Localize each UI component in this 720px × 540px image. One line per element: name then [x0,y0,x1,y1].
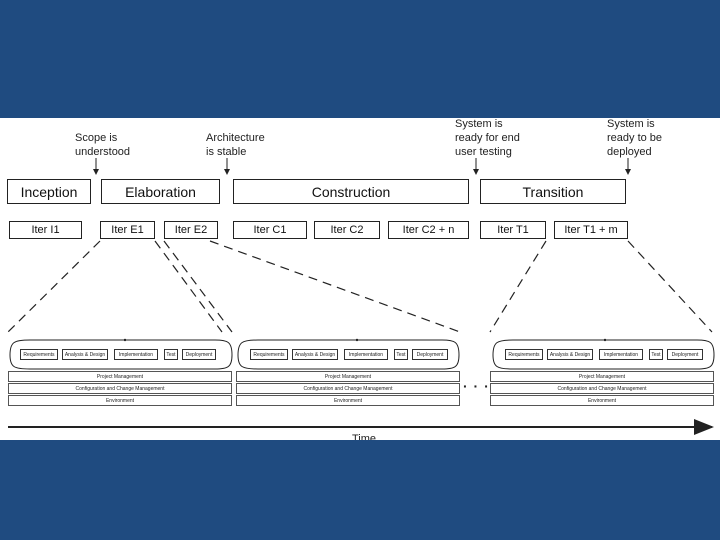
iteration-i1: Iter I1 [9,221,82,239]
workflow-step-analysis-design: Analysis & Design [62,349,108,360]
workflow-step-requirements: Requirements [20,349,58,360]
workflow-step-deployment: Deployment [412,349,448,360]
milestone-end-user-testing: System is ready for end user testing [455,118,520,158]
band-project-management: Project Management [8,371,232,382]
milestone-architecture-stable: Architecture is stable [206,132,265,158]
phase-construction: Construction [233,179,469,204]
workflow-step-deployment: Deployment [182,349,216,360]
milestone-ready-deployed: System is ready to be deployed [607,118,663,158]
band-project-management: Project Management [490,371,714,382]
workflow-step-requirements: Requirements [505,349,543,360]
band-config-change-management: Configuration and Change Management [8,383,232,394]
workflow-step-implementation: Implementation [114,349,158,360]
workflow-step-analysis-design: Analysis & Design [292,349,338,360]
band-environment: Environment [236,395,460,406]
ellipsis: · · · [463,378,490,394]
iteration-loops [9,339,715,370]
phase-inception: Inception [7,179,91,204]
iteration-t1: Iter T1 [480,221,546,239]
workflow-step-requirements: Requirements [250,349,288,360]
iteration-c2: Iter C2 [314,221,380,239]
milestone-scope-understood: Scope is understood [75,132,131,158]
iteration-c2-plus-n: Iter C2 + n [388,221,469,239]
phase-elaboration: Elaboration [101,179,220,204]
workflow-step-test: Test [649,349,663,360]
workflow-step-deployment: Deployment [667,349,703,360]
workflow-step-test: Test [164,349,178,360]
iteration-t1-plus-m: Iter T1 + m [554,221,628,239]
time-axis-label: Time [352,433,377,440]
workflow-step-implementation: Implementation [344,349,388,360]
band-environment: Environment [8,395,232,406]
phase-transition: Transition [480,179,626,204]
band-config-change-management: Configuration and Change Management [236,383,460,394]
iteration-e2: Iter E2 [164,221,218,239]
workflow-step-implementation: Implementation [599,349,643,360]
expansion-lines [7,240,713,333]
band-environment: Environment [490,395,714,406]
workflow-step-test: Test [394,349,408,360]
loop-markers [123,338,607,342]
band-config-change-management: Configuration and Change Management [490,383,714,394]
band-project-management: Project Management [236,371,460,382]
iteration-e1: Iter E1 [100,221,155,239]
iteration-c1: Iter C1 [233,221,307,239]
workflow-step-analysis-design: Analysis & Design [547,349,593,360]
